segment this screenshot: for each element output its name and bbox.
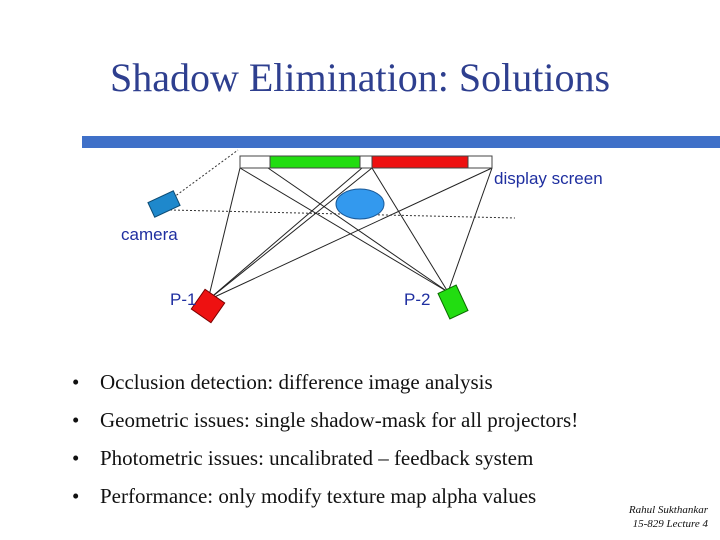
bullet-marker: • — [72, 484, 80, 508]
bullet-text: Geometric issues: single shadow-mask for… — [100, 408, 579, 432]
bullet-item: • Photometric issues: uncalibrated – feed… — [72, 444, 578, 482]
projector-1-label: P-1 — [170, 290, 197, 309]
title-rule — [82, 136, 720, 148]
bullet-text: Photometric issues: uncalibrated – feedb… — [100, 446, 534, 470]
bullet-marker: • — [72, 446, 80, 470]
camera-sightline-top — [169, 149, 239, 201]
occluder-shape — [335, 188, 385, 220]
projector-1-icon — [190, 288, 226, 324]
p2-ray — [447, 167, 493, 293]
p1-ray — [207, 167, 373, 301]
display-screen-label: display screen — [494, 169, 603, 188]
projector-2-icon — [437, 284, 469, 320]
footer-course: 15-829 Lecture 4 — [632, 518, 708, 530]
slide-footer: Rahul Sukthankar 15-829 Lecture 4 — [629, 503, 708, 531]
bullet-marker: • — [72, 408, 80, 432]
camera-label: camera — [121, 225, 178, 244]
bullet-marker: • — [72, 370, 80, 394]
p1-ray — [207, 167, 363, 301]
p2-ray — [267, 167, 449, 293]
bullet-text: Occlusion detection: difference image an… — [100, 370, 493, 394]
footer-author: Rahul Sukthankar — [628, 504, 708, 516]
bullet-text: Performance: only modify texture map alp… — [100, 484, 537, 508]
screen-red-region — [371, 155, 469, 169]
screen-green-region — [269, 155, 361, 169]
slide-title: Shadow Elimination: Solutions — [109, 55, 611, 100]
bullet-item: • Occlusion detection: difference image a… — [72, 368, 578, 406]
p2-ray — [371, 167, 449, 293]
p1-ray — [207, 167, 241, 301]
camera-icon — [147, 190, 181, 218]
bullet-item: • Geometric issues: single shadow-mask fo… — [72, 406, 578, 444]
p2-ray — [239, 167, 449, 293]
bullet-list: • Occlusion detection: difference image a… — [72, 368, 578, 520]
bullet-item: • Performance: only modify texture map al… — [72, 482, 578, 520]
projector-2-label: P-2 — [404, 290, 431, 309]
